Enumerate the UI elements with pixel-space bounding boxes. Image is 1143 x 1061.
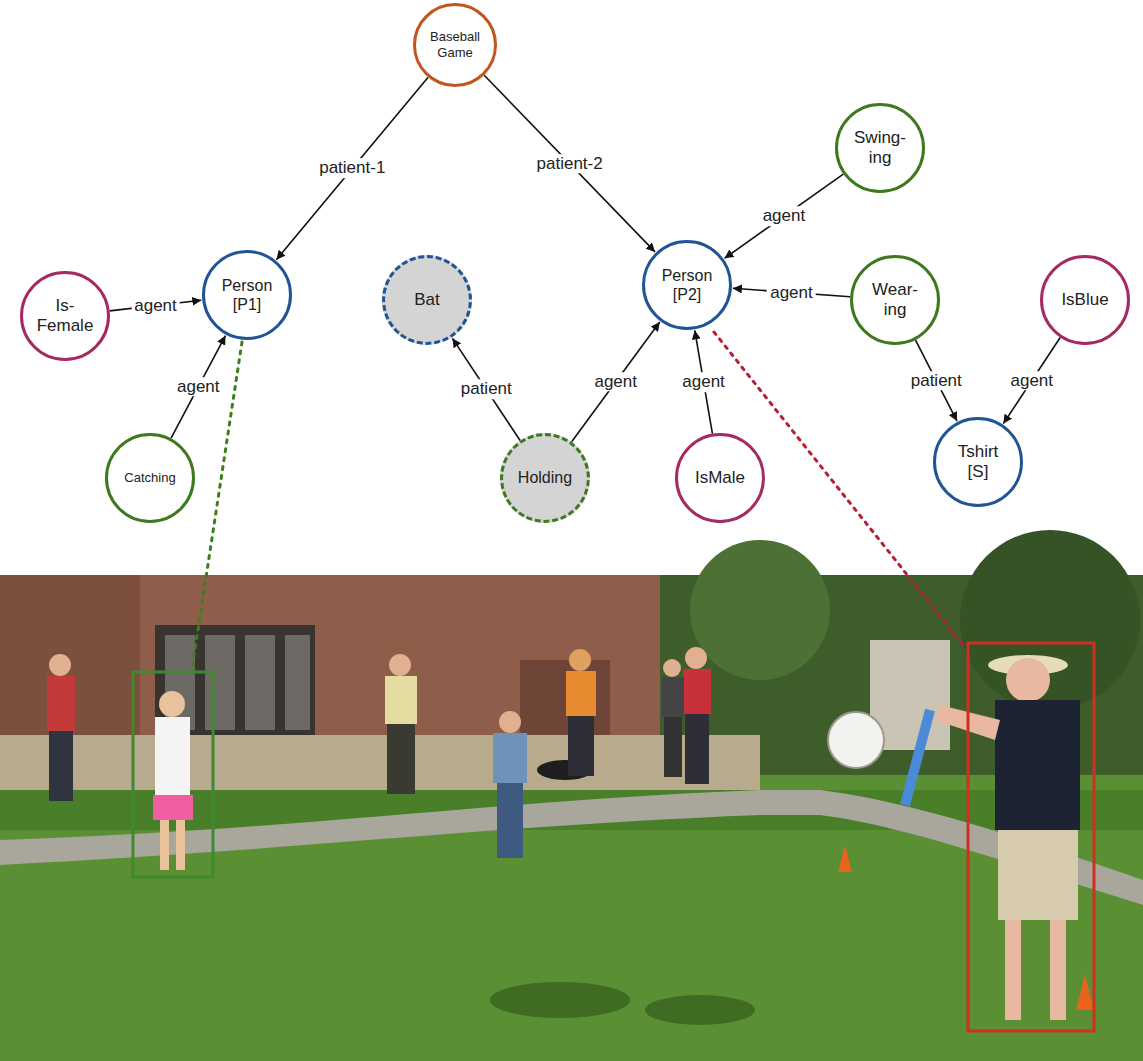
concept-node-circle: Catching	[105, 433, 195, 523]
concept-node-circle: Person [P1]	[202, 250, 292, 340]
node-label: Swing- ing	[849, 128, 911, 169]
door-glass	[245, 635, 275, 730]
footpath	[0, 790, 1143, 905]
node-label: Holding	[518, 468, 572, 487]
node-label: Tshirt [S]	[948, 442, 1008, 483]
shadow	[645, 995, 755, 1025]
bystander	[566, 649, 596, 776]
latent-node-circle: Bat	[382, 255, 472, 345]
door-glass	[285, 635, 310, 730]
edge-label: agent	[760, 206, 809, 226]
relation-arrow	[171, 336, 225, 439]
concept-node-circle: IsBlue	[1040, 255, 1130, 345]
bounding-box-green	[133, 672, 213, 877]
concept-node-circle: Swing- ing	[835, 103, 925, 193]
node-label: Bat	[414, 290, 440, 310]
bat	[905, 710, 930, 805]
edge-label: patient-1	[316, 159, 388, 179]
stone-wall	[0, 735, 760, 790]
bounding-box-red	[968, 643, 1094, 1031]
traffic-cone	[838, 845, 852, 872]
relation-arrow	[1003, 338, 1060, 424]
door-glass	[205, 635, 235, 730]
building-recess	[520, 660, 610, 740]
edge-label: patient-2	[534, 154, 606, 174]
latent-node-circle: Holding	[500, 433, 590, 523]
player-two	[935, 655, 1080, 1020]
ball	[828, 712, 884, 768]
bystander	[385, 654, 417, 794]
tree-crown	[690, 540, 830, 680]
concept-node-circle: Person [P2]	[642, 240, 732, 330]
node-label: Person [P2]	[655, 266, 719, 304]
node-label: Catching	[124, 470, 175, 486]
node-label: Baseball Game	[426, 29, 484, 60]
bystander	[662, 659, 684, 777]
traffic-cone	[1076, 975, 1094, 1010]
concept-node-circle: Is- Female	[20, 271, 110, 361]
concept-node-circle: Wear- ing	[850, 255, 940, 345]
concept-node-circle: Tshirt [S]	[933, 417, 1023, 507]
edge-label: agent	[767, 283, 816, 303]
edge-label: agent	[1007, 371, 1056, 391]
edge-label: patient	[458, 380, 515, 400]
edge-label: agent	[591, 372, 640, 392]
concept-node-circle: IsMale	[675, 433, 765, 523]
relation-arrow	[276, 77, 428, 259]
bystander	[493, 711, 527, 858]
edge-label: agent	[131, 296, 180, 316]
relation-arrow	[452, 338, 520, 440]
player-one	[153, 691, 193, 870]
node-label: IsBlue	[1061, 290, 1108, 310]
edge-label: patient	[908, 371, 965, 391]
bystander	[47, 654, 75, 801]
relation-arrow	[572, 322, 660, 442]
node-label: Wear- ing	[866, 280, 924, 321]
bystander	[683, 647, 711, 784]
edge-label: agent	[679, 372, 728, 392]
node-label: IsMale	[695, 468, 745, 488]
relation-arrow	[484, 75, 655, 252]
tree-crown	[960, 530, 1140, 710]
shadow	[490, 982, 630, 1018]
node-label: Person [P1]	[215, 276, 279, 314]
node-label: Is- Female	[33, 296, 97, 337]
edge-label: agent	[174, 377, 223, 397]
concept-node-circle: Baseball Game	[413, 3, 497, 87]
relation-arrow	[725, 174, 844, 258]
